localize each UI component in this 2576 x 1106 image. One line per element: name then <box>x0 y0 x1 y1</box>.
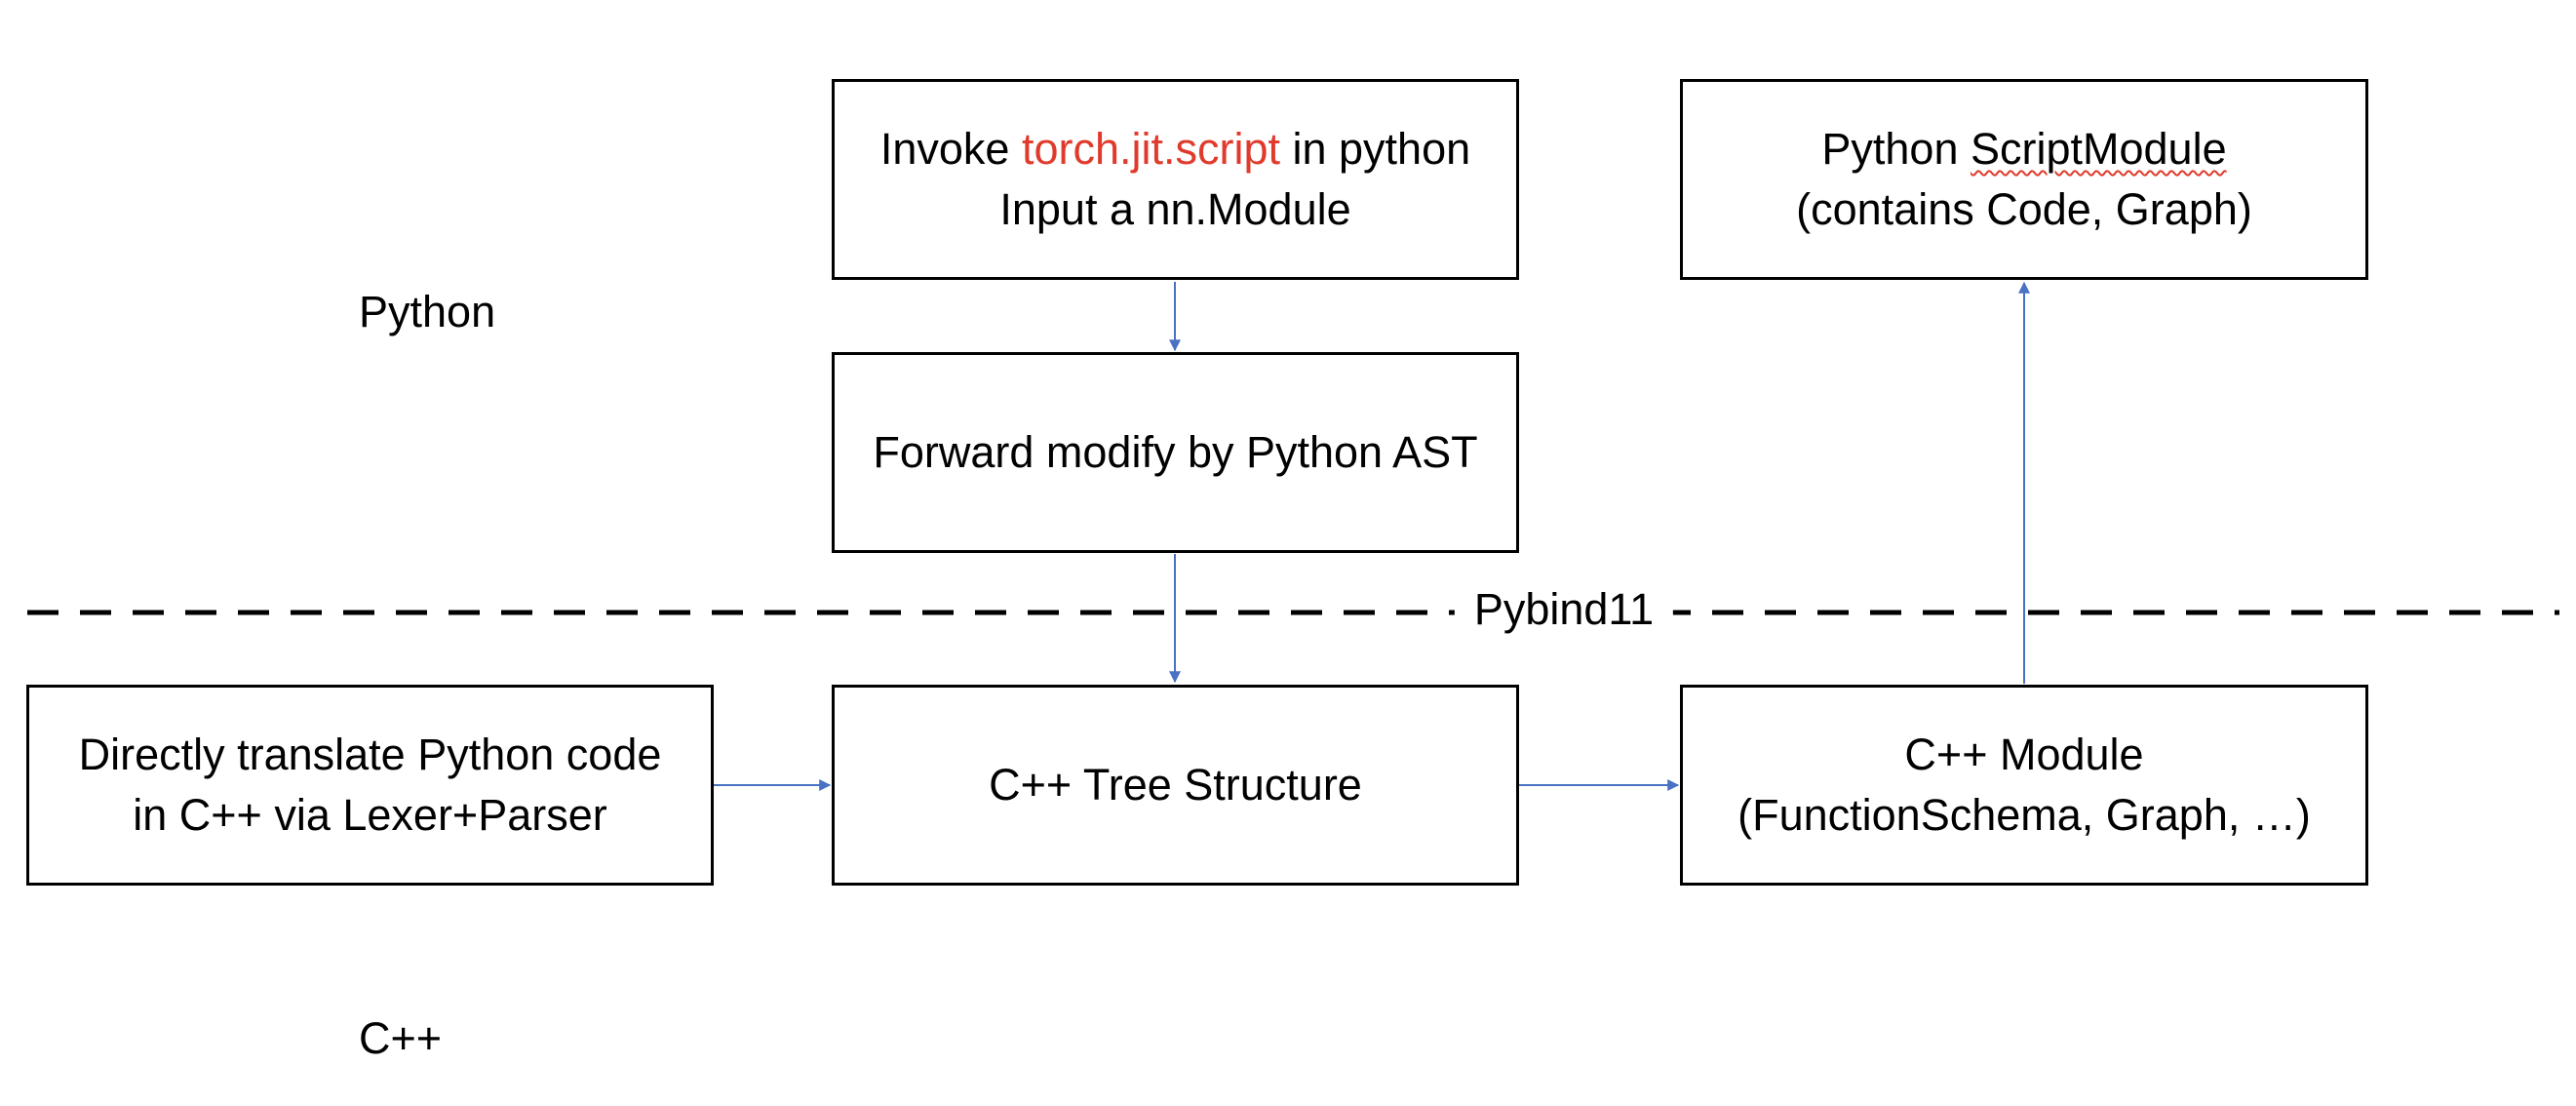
direct-translate-line2: in C++ via Lexer+Parser <box>133 790 607 840</box>
python-scriptmodule-line1: Python ScriptModule <box>1821 119 2226 179</box>
pybind11-label: Pybind11 <box>1454 582 1674 637</box>
python-text: Python <box>1821 124 1971 174</box>
forward-ast-box: Forward modify by Python AST <box>832 352 1519 553</box>
cpp-module-box: C++ Module (FunctionSchema, Graph, …) <box>1680 685 2368 886</box>
invoke-script-box: Invoke torch.jit.script in python Input … <box>832 79 1519 280</box>
torch-jit-script-text: torch.jit.script <box>1021 124 1280 174</box>
scriptmodule-text: ScriptModule <box>1970 124 2227 174</box>
invoke-text: Invoke <box>879 124 1022 174</box>
direct-translate-line1: Directly translate Python code <box>78 730 662 779</box>
cpp-module-line2: (FunctionSchema, Graph, …) <box>1737 790 2311 840</box>
cpp-module-line1: C++ Module <box>1904 730 2144 779</box>
direct-translate-box: Directly translate Python code in C++ vi… <box>26 685 714 886</box>
invoke-script-line1: Invoke torch.jit.script in python <box>880 119 1470 179</box>
invoke-script-line2: Input a nn.Module <box>999 184 1351 234</box>
forward-ast-line1: Forward modify by Python AST <box>873 427 1478 477</box>
cpp-tree-line1: C++ Tree Structure <box>989 760 1362 810</box>
cpp-region-label: C++ <box>359 1013 443 1063</box>
cpp-tree-box: C++ Tree Structure <box>832 685 1519 886</box>
python-scriptmodule-box: Python ScriptModule (contains Code, Grap… <box>1680 79 2368 280</box>
python-scriptmodule-line2: (contains Code, Graph) <box>1796 184 2252 234</box>
python-region-label: Python <box>359 287 496 336</box>
in-python-text: in python <box>1280 124 1471 174</box>
